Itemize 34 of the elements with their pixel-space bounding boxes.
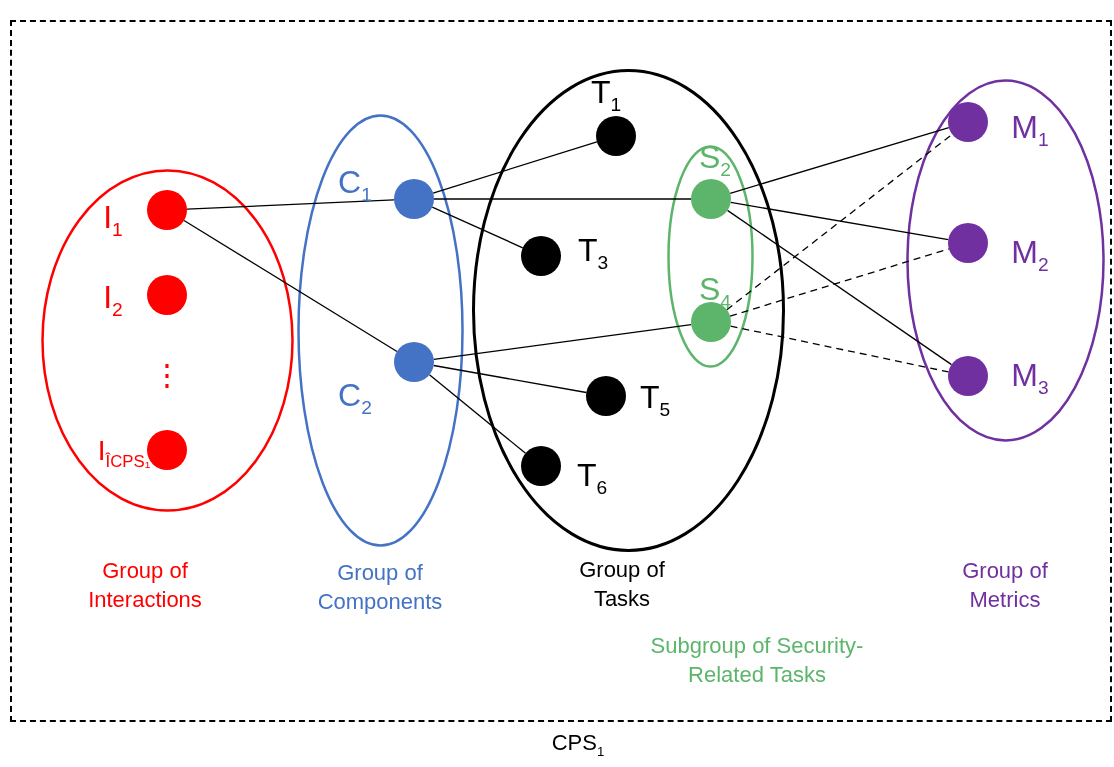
- connector: [433, 364, 587, 394]
- group-label: Group of Components: [316, 559, 444, 616]
- node-label: S$_{4}$: [699, 273, 731, 311]
- group-label: Group of Tasks: [578, 556, 666, 613]
- node-label: C$_{2}$: [338, 379, 372, 417]
- node-label: M$_{2}$: [1011, 236, 1049, 274]
- node-label: M$_{1}$: [1011, 111, 1049, 149]
- node-label: T$_{1}$: [590, 76, 622, 114]
- connector: [730, 201, 949, 241]
- connector: [432, 141, 598, 194]
- dashed-connector: [729, 325, 950, 373]
- node-label: T$_{5}$: [639, 381, 671, 419]
- group-label: Subgroup of Security-Related Tasks: [649, 632, 865, 689]
- node-label: C$_{1}$: [338, 166, 372, 204]
- node-label: T$_{6}$: [576, 459, 608, 497]
- group-label: Group of Interactions: [87, 557, 203, 614]
- system-label: CPS$_{1}$: [551, 732, 605, 758]
- dashed-connector: [729, 248, 950, 317]
- node-label: I$_{2}$: [103, 281, 123, 319]
- node-label: T$_{3}$: [577, 234, 609, 272]
- connector: [726, 209, 953, 366]
- group-label: Group of Metrics: [961, 557, 1049, 614]
- connector: [433, 324, 692, 360]
- connector: [431, 206, 524, 249]
- ellipsis: ⋮: [152, 360, 182, 390]
- node-label: I$_{1}$: [103, 201, 123, 239]
- node-label: I$_{ÎCPS₁}$: [97, 437, 151, 471]
- node-label: M$_{3}$: [1011, 359, 1049, 397]
- connector: [428, 374, 527, 454]
- dashed-connector: [726, 133, 953, 311]
- connector: [433, 198, 692, 200]
- connector: [183, 219, 398, 353]
- connector: [729, 127, 950, 194]
- connector: [186, 199, 395, 210]
